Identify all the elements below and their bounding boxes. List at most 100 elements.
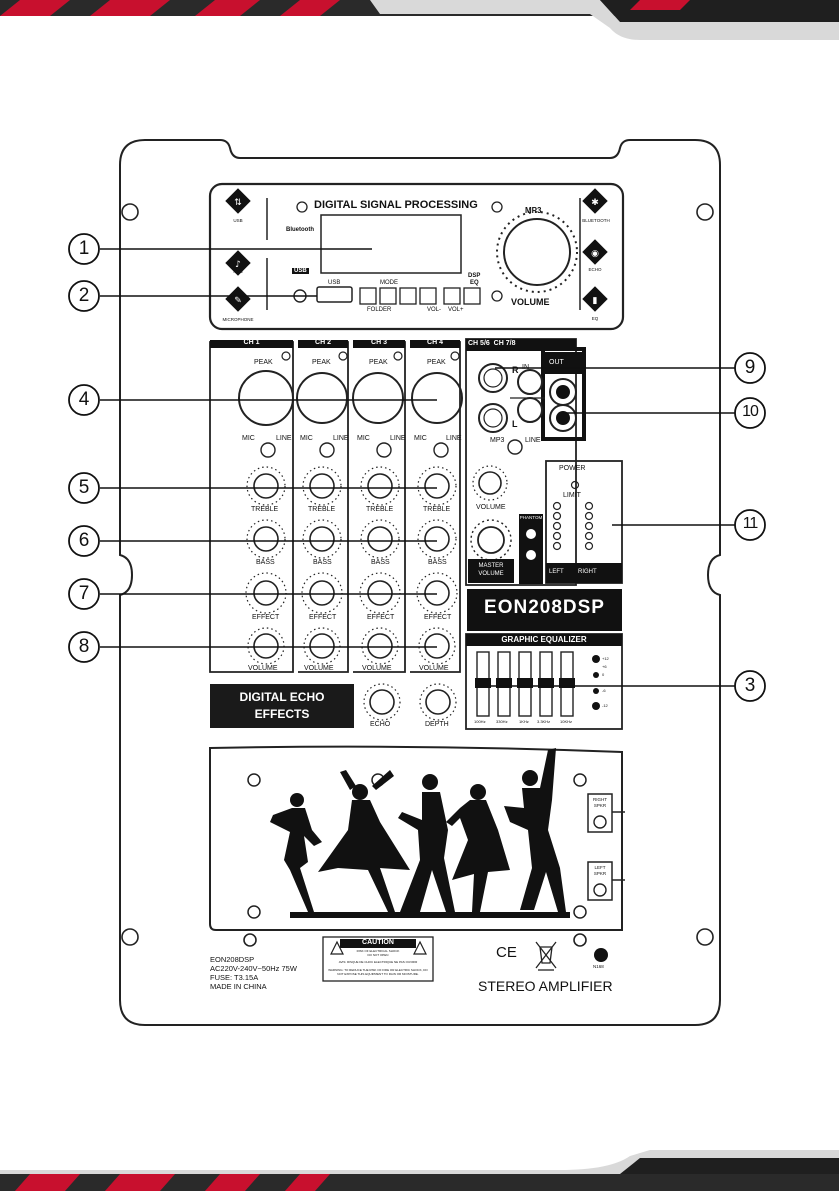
ch1-header: CH 1: [243, 339, 260, 346]
folder-label: FOLDER: [367, 307, 392, 313]
bottom-banner: [0, 1150, 839, 1191]
ch2-header: CH 2: [315, 339, 331, 346]
knobs: [253, 473, 451, 715]
caution-sub-2: DO NOT OPEN: [367, 953, 389, 957]
dsp-bluetooth-label: Bluetooth: [286, 227, 314, 233]
left-label: LEFT: [549, 569, 564, 575]
svg-text:◉: ◉: [591, 249, 599, 259]
mic-label-3: MIC: [357, 435, 370, 442]
eq-band-3: 1KHz: [519, 719, 529, 724]
n168-mark: N168: [593, 964, 604, 969]
peak-label-2: PEAK: [312, 359, 331, 366]
model-badge: EON208DSP: [484, 597, 605, 618]
ch56-line-label: LINE: [525, 437, 541, 444]
mode-label: MODE: [380, 280, 398, 286]
callout-8: 8: [78, 636, 90, 657]
peak-label-4: PEAK: [427, 359, 446, 366]
right-spkr-label-2: SPKR: [593, 803, 607, 808]
volume-label-3: VOLUME: [362, 665, 392, 672]
top-banner: [0, 0, 839, 40]
callout-5: 5: [78, 477, 90, 498]
peak-label-1: PEAK: [254, 359, 273, 366]
eq-scale-3: 0: [602, 672, 605, 677]
eq-band-2: 330Hz: [496, 719, 508, 724]
dsp-title: DIGITAL SIGNAL PROCESSING: [314, 199, 478, 211]
limit-label: LIMIT: [563, 492, 581, 499]
svg-text:⇅: ⇅: [234, 198, 242, 208]
mic-label-2: MIC: [300, 435, 313, 442]
caution-title: CAUTION: [362, 939, 394, 946]
callout-11: 11: [742, 515, 759, 532]
callout-6: 6: [78, 530, 90, 551]
ch3-header: CH 3: [371, 339, 387, 346]
eq-scale-5: -12: [602, 703, 608, 708]
power-label: POWER: [559, 465, 586, 472]
svg-text:♪: ♪: [235, 260, 241, 270]
eq-band-5: 10KHz: [560, 719, 573, 724]
bottom-banner-art: [0, 1150, 839, 1191]
effect-label-3: EFFECT: [367, 614, 395, 621]
ce-mark: CE: [496, 944, 517, 961]
right-label: RIGHT: [578, 569, 597, 575]
vol-minus-label: VOL-: [427, 307, 442, 313]
callout-circles: [68, 233, 766, 702]
effect-label-2: EFFECT: [309, 614, 337, 621]
effect-label-1: EFFECT: [252, 614, 280, 621]
callout-4: 4: [78, 389, 90, 410]
eq-scale-4: -6: [602, 688, 606, 693]
callout-2: 2: [78, 285, 90, 306]
usb-badge: USB: [292, 268, 309, 274]
top-banner-art: [0, 0, 839, 40]
ch56-l-label: L: [512, 419, 518, 429]
caution-fr: AVIS: RISQUE DE CHOC ELECTRIQUE NE PAS O…: [338, 960, 418, 964]
line-label-4: LINE: [446, 435, 462, 442]
eq-title: GRAPHIC EQUALIZER: [501, 635, 587, 644]
treble-label-4: TREBLE: [423, 506, 451, 513]
effect-label-4: EFFECT: [424, 614, 452, 621]
bass-label-3: BASS: [371, 559, 390, 566]
master-volume-label-1: MASTER: [478, 563, 504, 569]
warning-text: WARNING: TO REDUCE THE RISK OF FIRE OR E…: [328, 968, 428, 976]
microphone-icon-label: MICROPHONE: [222, 317, 254, 322]
eq-band-4: 3.3KHz: [537, 719, 551, 724]
master-volume-label-2: VOLUME: [478, 571, 504, 577]
vol-plus-label: VOL+: [448, 307, 464, 313]
volume-label-1: VOLUME: [248, 665, 278, 672]
eq-scale-2: +6: [602, 664, 607, 669]
left-spkr-label-2: SPKR: [593, 871, 607, 876]
callout-leaders: [100, 248, 735, 687]
line-label-2: LINE: [333, 435, 349, 442]
dsp-volume-label: VOLUME: [511, 297, 550, 307]
ch56-header: CH 5/6 CH 7/8: [468, 340, 516, 347]
bass-label-2: BASS: [313, 559, 332, 566]
svg-text:✱: ✱: [591, 198, 599, 208]
usb-port-label: USB: [328, 280, 341, 286]
phantom-label: PHANTOM: [519, 515, 543, 520]
line-label-1: LINE: [276, 435, 292, 442]
eq-icon-label: EQ: [591, 316, 599, 321]
callout-3: 3: [744, 675, 756, 696]
callout-10: 10: [742, 403, 759, 420]
left-spkr-label-1: LEFT: [594, 865, 606, 870]
right-spkr-label-1: RIGHT: [593, 797, 607, 802]
svg-text:▮: ▮: [593, 296, 598, 306]
mp3-icon-label: MP3: [233, 269, 243, 274]
depth-knob-label: DEPTH: [425, 721, 449, 728]
usb-icon-label: USB: [233, 218, 243, 223]
info-origin: MADE IN CHINA: [210, 982, 267, 991]
volume-label-2: VOLUME: [304, 665, 334, 672]
caution-sub-1: RISK OF ELECTRICAL SHOCK: [356, 949, 400, 953]
bass-label-4: BASS: [428, 559, 447, 566]
mic-label-1: MIC: [242, 435, 255, 442]
echo-badge-line-1: DIGITAL ECHO: [239, 690, 325, 704]
treble-label-2: TREBLE: [308, 506, 336, 513]
echo-icon-label: ECHO: [588, 267, 602, 272]
bass-label-1: BASS: [256, 559, 275, 566]
dancers-silhouette: [270, 748, 570, 918]
info-fuse: FUSE: T3.15A: [210, 973, 259, 982]
echo-badge-line-2: EFFECTS: [254, 707, 310, 721]
callout-7: 7: [78, 583, 90, 604]
ch56-volume-label: VOLUME: [476, 504, 506, 511]
dsp-eq-label-2: EQ: [470, 280, 479, 286]
